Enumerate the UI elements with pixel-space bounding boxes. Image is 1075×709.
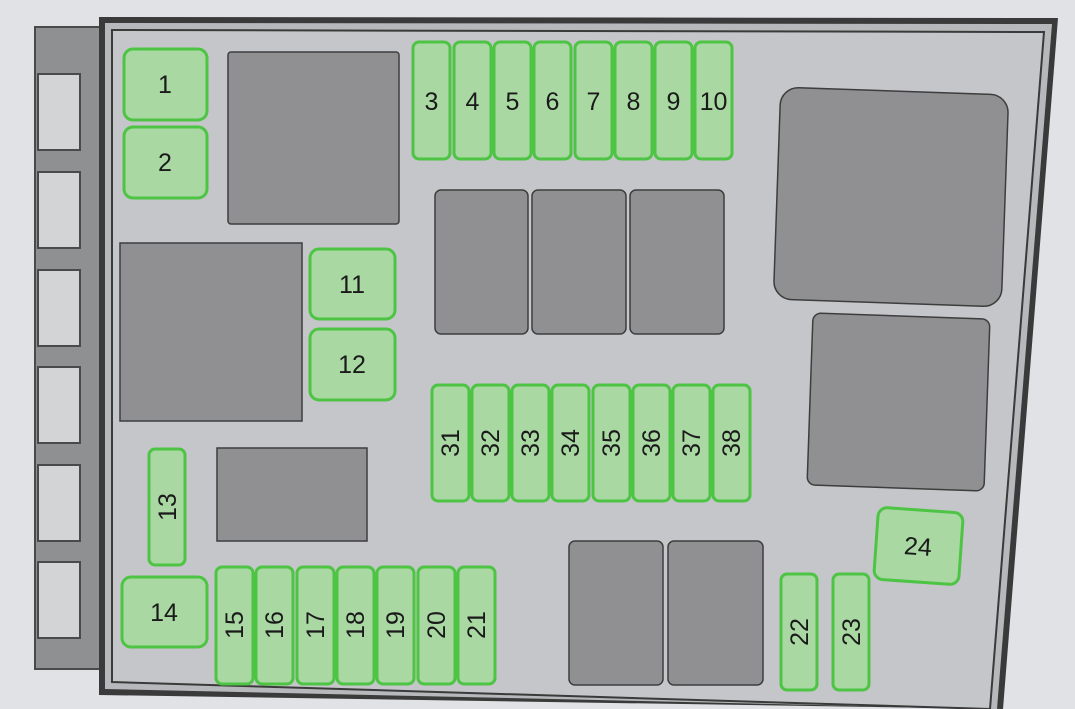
fuse-16: 16 — [254, 565, 295, 686]
relay-block — [806, 312, 991, 492]
fuse-21: 21 — [456, 565, 497, 686]
fuse-number: 22 — [786, 618, 814, 646]
fuse-31: 31 — [430, 383, 471, 503]
fuse-22: 22 — [779, 572, 819, 692]
fuse-number: 19 — [382, 611, 410, 639]
fuse-17: 17 — [295, 565, 336, 686]
relay-block — [227, 51, 400, 225]
fuse-33: 33 — [510, 383, 551, 503]
relay-block — [531, 189, 627, 335]
fuse-number: 31 — [437, 429, 465, 457]
fuse-14: 14 — [120, 575, 209, 649]
fuse-36: 36 — [631, 383, 672, 503]
fuse-4: 4 — [452, 40, 493, 161]
relay-block — [119, 242, 303, 422]
fuse-35: 35 — [591, 383, 632, 503]
fuse-number: 37 — [678, 429, 706, 457]
fuse-number: 2 — [158, 149, 172, 177]
fuse-3: 3 — [411, 40, 452, 161]
fuse-number: 12 — [338, 351, 366, 379]
connector-slot — [37, 269, 81, 347]
fuse-37: 37 — [671, 383, 712, 503]
fuse-20: 20 — [416, 565, 457, 686]
fuse-number: 8 — [627, 88, 641, 116]
relay-block — [629, 189, 725, 335]
fuse-10: 10 — [693, 40, 734, 161]
fuse-38: 38 — [711, 383, 752, 503]
fuse-5: 5 — [492, 40, 533, 161]
fuse-18: 18 — [335, 565, 376, 686]
fuse-1: 1 — [122, 47, 209, 122]
fuse-19: 19 — [375, 565, 416, 686]
connector-slot — [37, 366, 81, 444]
relay-block — [667, 540, 764, 686]
fuse-number: 14 — [150, 599, 178, 627]
fuse-2: 2 — [122, 125, 209, 200]
fuse-34: 34 — [550, 383, 591, 503]
connector-slot — [37, 73, 81, 151]
fuse-number: 16 — [261, 611, 289, 639]
fuse-number: 38 — [718, 429, 746, 457]
fuse-number: 17 — [302, 611, 330, 639]
fuse-number: 36 — [638, 429, 666, 457]
fuse-number: 18 — [342, 611, 370, 639]
fuse-15: 15 — [214, 565, 255, 686]
connector-slot — [37, 561, 81, 639]
fuse-number: 6 — [546, 88, 560, 116]
fuse-number: 5 — [506, 88, 520, 116]
fuse-number: 4 — [466, 88, 480, 116]
fuse-number: 33 — [517, 429, 545, 457]
fuse-number: 10 — [700, 88, 728, 116]
relay-block — [773, 86, 1009, 308]
fuse-12: 12 — [308, 327, 397, 402]
fuse-number: 35 — [598, 429, 626, 457]
fuse-number: 32 — [477, 429, 505, 457]
fuse-number: 7 — [587, 88, 601, 116]
fuse-9: 9 — [653, 40, 694, 161]
fuse-number: 9 — [667, 88, 681, 116]
fuse-6: 6 — [532, 40, 573, 161]
fuse-number: 1 — [158, 71, 172, 99]
fuse-number: 24 — [903, 532, 933, 562]
fuse-32: 32 — [470, 383, 511, 503]
fuse-7: 7 — [573, 40, 614, 161]
fuse-number: 13 — [154, 493, 182, 521]
relay-block — [434, 189, 529, 335]
fuse-8: 8 — [613, 40, 654, 161]
relay-block — [568, 540, 664, 686]
fuse-23: 23 — [831, 572, 871, 692]
connector-slot — [37, 171, 81, 249]
fuse-24: 24 — [872, 506, 965, 586]
fuse-number: 11 — [339, 271, 365, 299]
fuse-number: 23 — [838, 618, 866, 646]
fuse-13: 13 — [147, 447, 187, 567]
fuse-number: 15 — [221, 611, 249, 639]
fuse-number: 20 — [423, 611, 451, 639]
fuse-number: 21 — [463, 611, 491, 639]
relay-block — [216, 447, 368, 542]
fuse-11: 11 — [308, 247, 397, 321]
fuse-number: 3 — [425, 88, 439, 116]
fuse-number: 34 — [557, 429, 585, 457]
connector-slot — [37, 464, 81, 542]
